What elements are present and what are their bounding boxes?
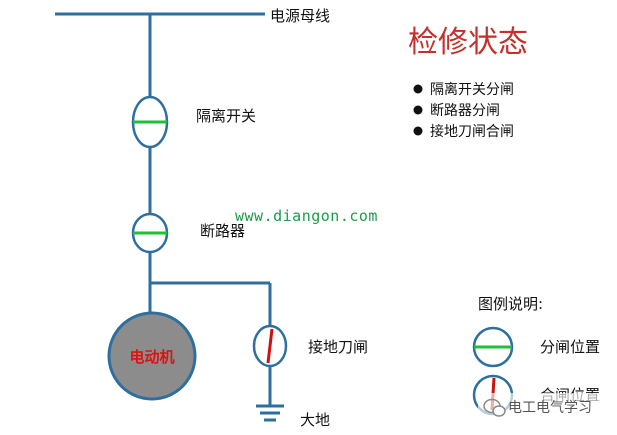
state-title: 检修状态 [408, 25, 528, 60]
legend-open-label: 分闸位置 [540, 338, 600, 356]
status-item-3: 接地刀闸合闸 [430, 123, 514, 140]
watermark-text: www.diangon.com [235, 207, 378, 225]
wechat-icon [483, 398, 506, 417]
legend-title: 图例说明: [478, 295, 543, 313]
motor-symbol [107, 311, 197, 401]
isolator-label: 隔离开关 [196, 107, 256, 125]
earth-switch-label: 接地刀闸 [308, 338, 368, 356]
ground-label: 大地 [300, 411, 330, 429]
status-bullet-3 [413, 126, 423, 136]
breaker-label: 断路器 [200, 222, 245, 240]
busbar-label: 电源母线 [270, 7, 330, 25]
status-bullet-2 [413, 105, 423, 115]
status-item-1: 隔离开关分闸 [430, 81, 514, 98]
status-bullet-1 [413, 84, 423, 94]
motor-label: 电动机 [129, 348, 174, 366]
brand-text: 电工电气学习 [508, 400, 592, 416]
status-item-2: 断路器分闸 [430, 103, 500, 119]
earth-switch-closed-bar [266, 328, 274, 364]
